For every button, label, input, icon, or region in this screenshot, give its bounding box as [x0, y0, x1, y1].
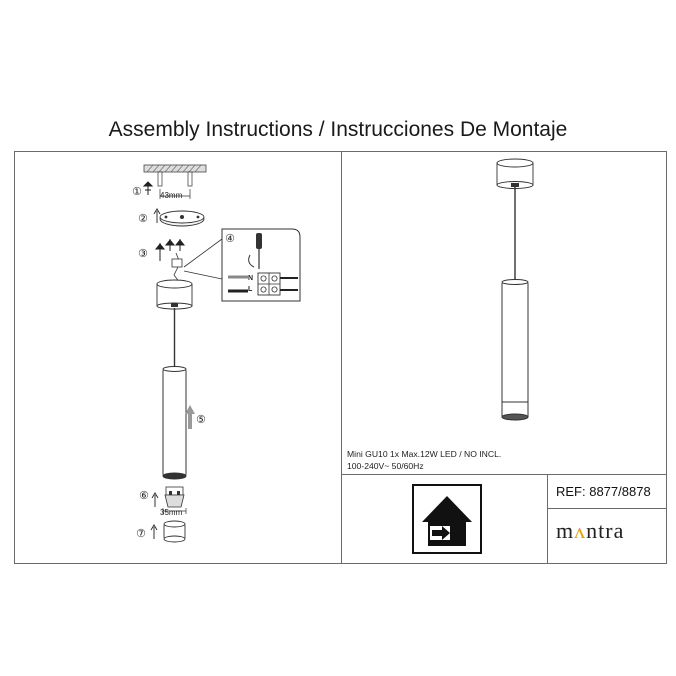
product-canopy [496, 158, 534, 189]
assembly-diagram [142, 164, 301, 543]
step1-screw [142, 181, 154, 195]
wiring-detail [221, 228, 301, 302]
step-7-number: ⑦ [136, 528, 146, 540]
bracket-spacing-label: 43mm [160, 191, 183, 200]
mounting-plate [153, 208, 205, 227]
footer-divider-vertical [547, 474, 548, 564]
spec-voltage: 100-240V~ 50/60Hz [347, 461, 424, 471]
gu10-bulb [151, 486, 187, 514]
step-1-number: ① [132, 186, 142, 198]
wire-label-neutral: N [248, 275, 254, 282]
connector-assembly [171, 238, 223, 284]
footer-divider-horizontal [547, 508, 667, 509]
product-tube [501, 279, 529, 421]
brand-logo: mʌntra [556, 518, 624, 544]
step-2-number: ② [138, 213, 148, 225]
wire-label-live: L [248, 286, 253, 293]
step5-arrow [185, 405, 195, 429]
step-5-number: ⑤ [196, 414, 206, 426]
step3-screws [154, 239, 186, 261]
brand-part-1: m [556, 518, 575, 543]
reference-number: REF: 8877/8878 [556, 484, 651, 499]
instructions-frame [14, 151, 667, 564]
decorative-ring [150, 520, 186, 543]
brand-arc: ʌ [574, 518, 587, 543]
dimension-43mm [159, 189, 191, 199]
pendant-tube [162, 366, 187, 480]
ceiling-canopy [156, 279, 193, 310]
step-6-number: ⑥ [139, 490, 149, 502]
spec-power: Mini GU10 1x Max.12W LED / NO INCL. [347, 449, 502, 459]
lamp-spacing-label: 35mm [160, 508, 183, 517]
product-illustration [496, 158, 534, 421]
page-title: Assembly Instructions / Instrucciones De… [108, 118, 568, 141]
frame-divider-vertical [341, 151, 342, 564]
step-4-number: ④ [225, 233, 235, 245]
indoor-use-icon [412, 484, 482, 554]
step-3-number: ③ [138, 248, 148, 260]
brand-part-2: ntra [586, 518, 625, 543]
frame-divider-horizontal [341, 474, 667, 475]
ceiling [143, 164, 207, 187]
